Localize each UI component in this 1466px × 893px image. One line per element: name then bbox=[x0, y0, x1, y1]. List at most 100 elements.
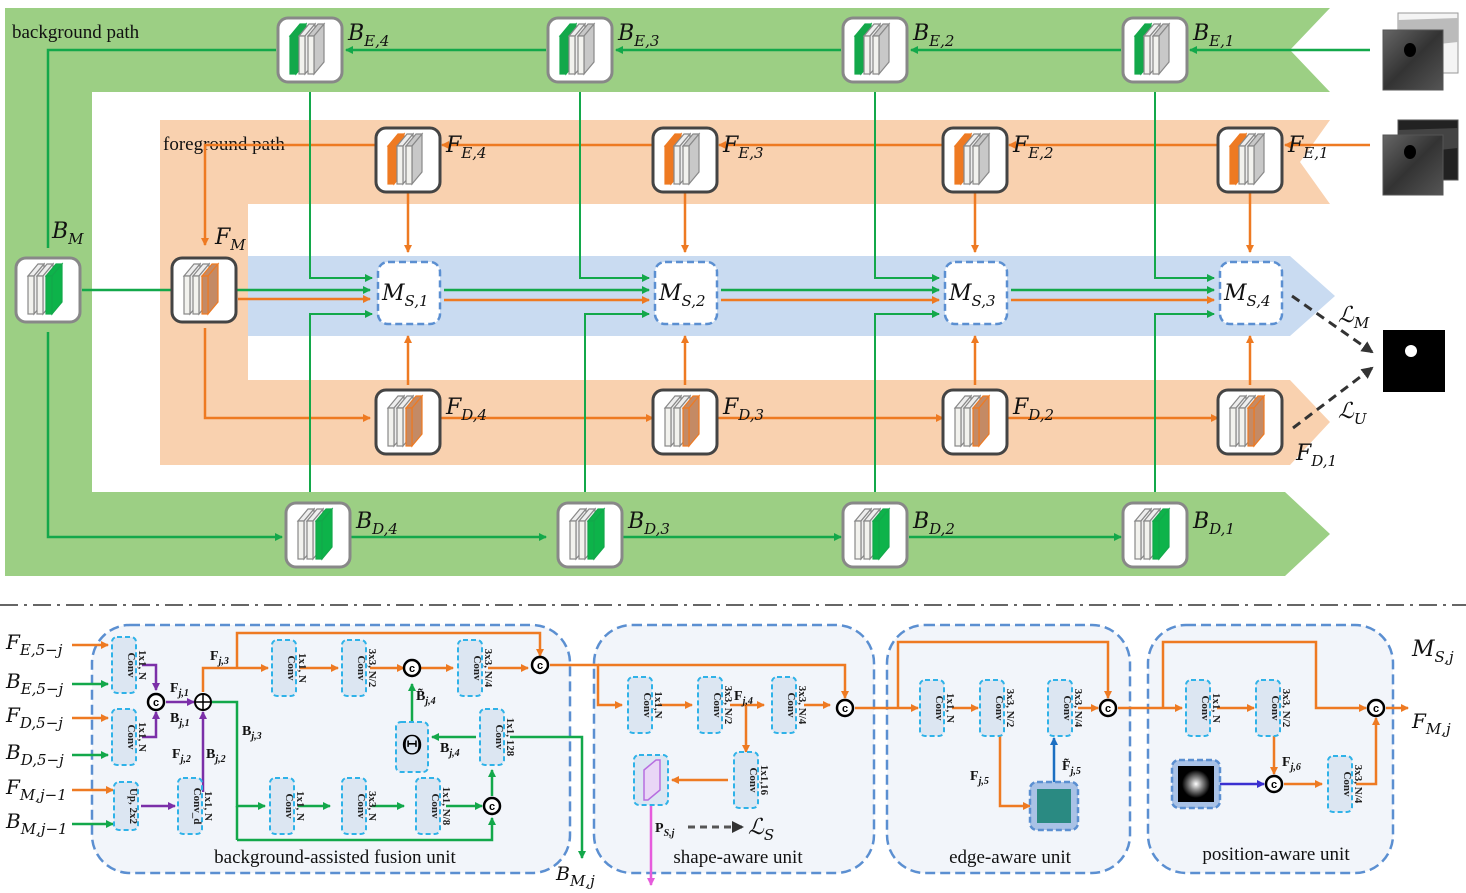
connector bbox=[584, 310, 650, 492]
connector bbox=[201, 143, 376, 246]
fm-block bbox=[170, 256, 238, 324]
shape-unit-title: shape-aware unit bbox=[673, 847, 803, 868]
fg-decoder-label: FD,4 bbox=[445, 395, 487, 424]
ms-module: MS,3 bbox=[943, 260, 1009, 326]
ms-module: MS,2 bbox=[653, 260, 719, 326]
loss-s-label: ℒS bbox=[748, 815, 774, 844]
feature-label: Bj,3 bbox=[242, 724, 262, 742]
connector bbox=[1356, 717, 1380, 786]
svg-text:Conv3x3, N/2: Conv3x3, N/2 bbox=[355, 649, 378, 688]
conv-block: Conv3x3, N/4 bbox=[1327, 755, 1364, 813]
bg-encoder-block bbox=[276, 16, 344, 84]
svg-text:c: c bbox=[1373, 703, 1379, 715]
bottom-connections: FE,5−jBE,5−jFD,5−jBD,5−jFM,j−1BM,j−1 bbox=[5, 630, 1409, 886]
feature-label: Fj,3 bbox=[210, 649, 229, 667]
module-label: MS,1 bbox=[381, 281, 429, 310]
concat-node: c bbox=[402, 658, 422, 678]
fg-encoder-block bbox=[374, 126, 442, 194]
feature-label: Fj,6 bbox=[1282, 755, 1301, 773]
connector bbox=[1161, 640, 1367, 712]
module-label: MS,2 bbox=[658, 281, 706, 310]
module-label: MS,4 bbox=[1223, 281, 1271, 310]
feature-label: Fj,4 bbox=[734, 689, 753, 707]
edge-unit-title: edge-aware unit bbox=[949, 847, 1072, 868]
add-node bbox=[194, 693, 212, 711]
concat-node: c bbox=[1264, 774, 1284, 794]
connector bbox=[235, 631, 544, 668]
bg-encoder-block bbox=[841, 16, 909, 84]
conv-block: Conv3x3, N/2 bbox=[979, 679, 1016, 737]
svg-text:Conv1x1, N: Conv1x1, N bbox=[285, 653, 308, 683]
bg-decoder-block bbox=[1121, 501, 1189, 569]
input-image-background bbox=[1382, 12, 1459, 91]
input-label: FE,5−j bbox=[5, 630, 63, 659]
connector bbox=[201, 664, 269, 692]
concat-node: c bbox=[835, 698, 855, 718]
bg-encoder-block bbox=[546, 16, 614, 84]
svg-text:Conv1x1, N: Conv1x1, N bbox=[283, 791, 306, 821]
conv-block: Conv3x3, N/4 bbox=[1047, 679, 1084, 737]
connector bbox=[46, 48, 276, 248]
svg-text:Conv_d1x1, N: Conv_d1x1, N bbox=[191, 788, 214, 825]
connector bbox=[142, 663, 160, 691]
fg-encoder-block bbox=[651, 126, 719, 194]
bg-encoder-label: BE,2 bbox=[912, 21, 954, 50]
upsample-block: Up, 2x2 bbox=[113, 781, 139, 831]
connector bbox=[237, 817, 496, 842]
conv-block: Conv1x1, N bbox=[111, 636, 148, 694]
svg-text:c: c bbox=[153, 697, 159, 709]
fg-encoder-label: FE,2 bbox=[1012, 133, 1054, 162]
svg-text:Conv3x3, N/4: Conv3x3, N/4 bbox=[1341, 765, 1364, 804]
connector bbox=[309, 92, 373, 282]
fg-encoder-block bbox=[1216, 126, 1284, 194]
svg-text:Θ: Θ bbox=[401, 731, 422, 761]
svg-text:Conv3x3, N/4: Conv3x3, N/4 bbox=[1061, 689, 1084, 728]
connector bbox=[998, 735, 1031, 810]
fusion-unit-title: background-assisted fusion unit bbox=[214, 847, 456, 868]
connector bbox=[874, 92, 940, 282]
svg-text:Conv1x1,16: Conv1x1,16 bbox=[747, 765, 770, 796]
svg-text:Conv1x1, 128: Conv1x1, 128 bbox=[493, 718, 516, 757]
fg-decoder-block bbox=[651, 388, 719, 456]
ground-truth-mask bbox=[1383, 330, 1445, 392]
connector bbox=[1154, 92, 1215, 282]
edge-unit-frame bbox=[885, 623, 1132, 875]
concat-node: c bbox=[482, 796, 502, 816]
conv-block: Conv1x1, N/8 bbox=[415, 777, 452, 835]
conv-block: Conv3x3, N/2 bbox=[1255, 679, 1292, 737]
conv-block: Conv1x1, N bbox=[271, 639, 308, 697]
background-path-label: background path bbox=[12, 22, 140, 43]
fusion-band bbox=[248, 256, 1335, 336]
feature-label: Bj,1 bbox=[170, 711, 190, 729]
bm-block bbox=[14, 256, 82, 324]
fg-encoder-label: FE,4 bbox=[445, 133, 487, 162]
feature-label: B̃j,4 bbox=[416, 687, 436, 707]
output-fmj-label: FM,j bbox=[1411, 709, 1451, 738]
position-map-block bbox=[1170, 758, 1222, 810]
concat-node: c bbox=[1366, 698, 1386, 718]
feature-label: Bj,2 bbox=[206, 747, 226, 765]
connector bbox=[550, 663, 623, 709]
conv-block: Conv1x1, N bbox=[111, 708, 148, 766]
bottom-blocks: Conv1x1, N Conv1x1, N Up, 2x2 Conv_d1x1, N C… bbox=[111, 636, 1386, 844]
fg-decoder-label: FD,3 bbox=[722, 395, 764, 424]
fg-decoder-label: FD,2 bbox=[1012, 395, 1054, 424]
svg-text:Conv1x1, N: Conv1x1, N bbox=[125, 650, 148, 680]
fm-label: FM bbox=[214, 225, 246, 254]
output-bmj-label: BM,j bbox=[555, 863, 595, 890]
bg-encoder-block bbox=[1121, 16, 1189, 84]
conv-d-block: Conv_d1x1, N bbox=[177, 777, 214, 835]
connector bbox=[579, 92, 650, 282]
top-blocks: BE,4FE,4BD,4FD,4MS,1BE,3FE,3BD,3FD,3MS,2… bbox=[14, 16, 1337, 569]
svg-text:c: c bbox=[1105, 703, 1111, 715]
svg-text:Conv3x3, N/2: Conv3x3, N/2 bbox=[711, 686, 734, 725]
input-label: BM,j−1 bbox=[5, 809, 68, 838]
svg-text:Conv3x3, N: Conv3x3, N bbox=[355, 791, 378, 821]
svg-text:c: c bbox=[842, 703, 848, 715]
loss-m-label: ℒM bbox=[1338, 303, 1370, 332]
conv-block: Conv1x1,16 bbox=[733, 751, 770, 809]
bg-decoder-label: BD,4 bbox=[355, 509, 398, 538]
conv-block: Conv1x1, N bbox=[919, 679, 956, 737]
ms-module: MS,1 bbox=[376, 260, 442, 326]
